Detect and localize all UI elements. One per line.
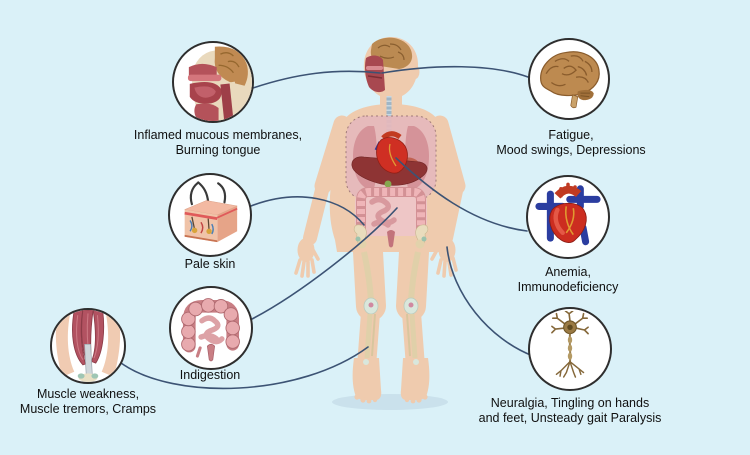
mouth-cross-section-icon [187,46,252,121]
heart-icon [535,182,601,246]
mouth-connector-line [252,70,381,89]
aorta [381,131,402,140]
mouth-label-line1: Inflamed mucous membranes, [133,128,303,142]
brain-label-line1: Fatigue, [548,128,594,142]
neuron-icon [551,311,589,378]
skin-callout-circle [168,173,252,257]
neuron-label-line2: and feet, Unsteady gait Paralysis [478,410,662,425]
palate [366,66,383,70]
leg-bones [361,251,421,365]
skin-label-line1: Pale skin [184,257,236,271]
feet [352,358,430,404]
figure-shadow [332,394,448,410]
anemia-callout-circle [526,175,610,259]
mouth-callout-label: Inflamed mucous membranes, Burning tongu… [118,128,318,157]
mouth-callout-circle [172,41,254,123]
heart-organ [376,137,408,174]
brain-label-line2: Mood swings, Depressions [496,142,646,157]
mouth-line [367,75,383,79]
indigestion-callout-label: Indigestion [150,368,270,383]
skin-cross-section-icon [183,181,238,243]
anemia-callout-label: Anemia, Immunodeficiency [488,265,648,294]
face-cross-section [365,55,385,93]
muscle-connector-line [120,346,369,390]
neuron-callout-circle [528,307,612,391]
anemia-connector-line [395,157,528,232]
muscle-label-line2: Muscle tremors, Cramps [19,401,157,416]
neuron-callout-label: Neuralgia, Tingling on hands and feet, U… [455,396,685,425]
ear [410,65,420,79]
anemia-label-line2: Immunodeficiency [517,279,619,294]
mouth-label-line2: Burning tongue [175,142,261,157]
muscle-label-line1: Muscle weakness, [36,387,140,401]
large-intestine-icon [181,298,240,362]
skin-connector-line [250,196,365,226]
arms [303,115,466,245]
indigestion-connector-line [251,207,398,320]
brain-callout-circle [528,38,610,120]
connector-lines [120,65,534,390]
rectum [387,230,395,248]
anemia-label-line1: Anemia, [545,265,591,279]
brain-icon [540,51,600,109]
brain-callout-label: Fatigue, Mood swings, Depressions [471,128,671,157]
muscle-callout-label: Muscle weakness, Muscle tremors, Cramps [8,387,168,416]
brain-connector-line [381,65,529,78]
brain-gyri [377,43,405,61]
coronary-vessel [388,143,397,167]
skin-callout-label: Pale skin [150,257,270,272]
muscle-icon [55,310,121,382]
indigestion-label-line1: Indigestion [179,368,241,382]
neuron-label-line1: Neuralgia, Tingling on hands [490,396,650,410]
indigestion-callout-circle [169,286,253,370]
small-intestine [369,196,397,228]
neuron-connector-line [446,246,534,357]
muscle-callout-circle [50,308,126,384]
intestine-haustra [357,188,425,230]
gallbladder [384,180,392,188]
